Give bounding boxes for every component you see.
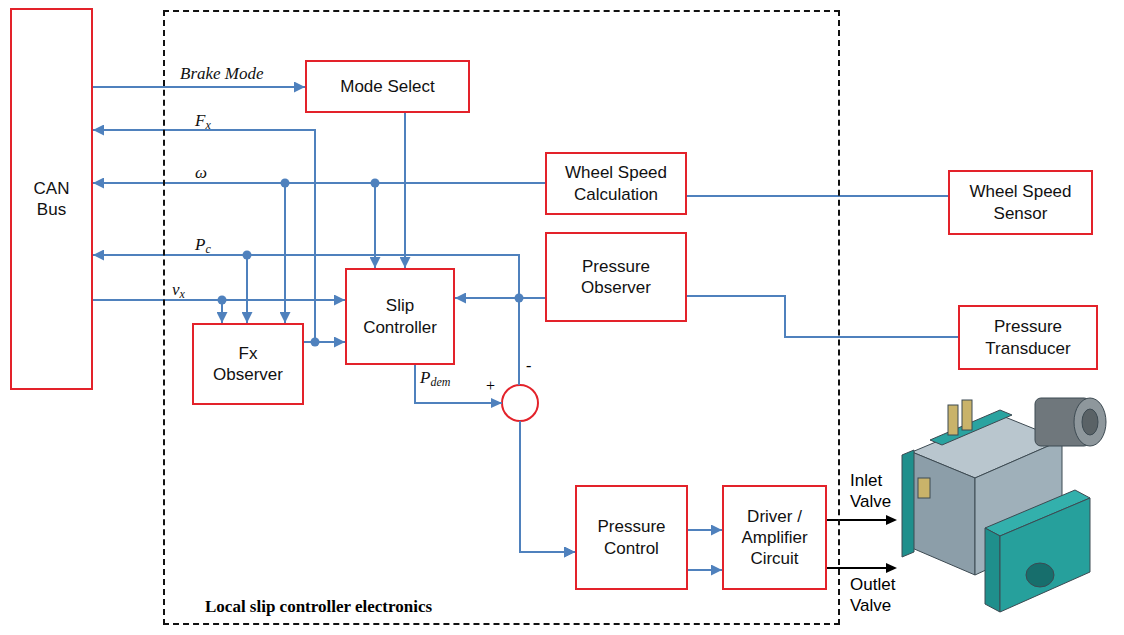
inlet-arrow [827,519,888,521]
signal-connector [304,341,345,343]
signal-connector [93,255,545,298]
arrowhead [886,563,897,573]
connector-pin [918,478,930,498]
controller-boundary: Local slip controller electronics Mode Se… [163,10,840,625]
signal-connector [93,130,315,342]
signal-connector [93,300,222,323]
signal-name: Fx [195,111,211,132]
valve-port [1026,563,1054,587]
signal-connector [93,86,305,88]
driver-box: Driver / Amplifier Circuit [722,485,827,590]
sign-label: - [526,356,531,376]
box-label: Mode Select [313,76,463,97]
box-label: Fx Observer [208,343,288,386]
sign-label: + [486,376,495,396]
valve-front [912,452,975,575]
box-label: Pressure Control [582,516,682,559]
signal-name: vx [172,280,185,301]
outlet-arrow [827,567,888,569]
signal-connector [415,365,575,552]
group-heading: Local slip controller electronics [205,597,432,617]
valve-unit-illustration [902,398,1106,612]
signal-connector [688,529,722,531]
summing-junction [502,385,538,421]
process-box: Mode Select [305,60,470,113]
process-box: Pressure Control [575,485,688,590]
observer-box: Fx Observer [192,323,304,405]
signal-name: Pc [195,235,211,256]
arrowhead [886,515,897,525]
bus-box: CAN Bus [10,8,93,390]
controller-box: Slip Controller [345,268,455,365]
signal-connector [404,113,406,268]
signal-name: ω [195,163,207,183]
solenoid-core [1082,409,1098,435]
valve-label: Outlet Valve [850,574,910,617]
observer-box: Pressure Observer [545,232,687,322]
valve-end-plate [902,450,914,557]
box-label: Pressure Transducer [964,316,1092,359]
box-label: Slip Controller [352,295,448,338]
signal-connector [687,296,958,337]
signal-name: Brake Mode [180,64,264,84]
valve-base-side [1000,498,1090,612]
connector-pin [948,405,958,435]
signal-name: Pdem [420,368,450,389]
box-label: Wheel Speed Sensor [956,181,1086,224]
signal-connector [519,298,575,552]
sensor-box: Wheel Speed Sensor [948,170,1093,235]
box-label: Driver / Amplifier Circuit [728,506,822,570]
box-label: CAN Bus [26,178,78,221]
valve-arrows [827,515,897,573]
sensor-box: Pressure Transducer [958,305,1098,370]
valve-label: Inlet Valve [850,470,902,513]
branch-dots [218,179,524,347]
connector-pin [962,400,972,430]
signal-connector [688,569,722,571]
solenoid-cap [1074,398,1106,446]
box-label: Pressure Observer [556,256,676,299]
signal-connector [687,195,948,197]
process-box: Wheel Speed Calculation [545,152,687,215]
box-label: Wheel Speed Calculation [551,162,681,205]
valve-base-front [985,528,1000,612]
